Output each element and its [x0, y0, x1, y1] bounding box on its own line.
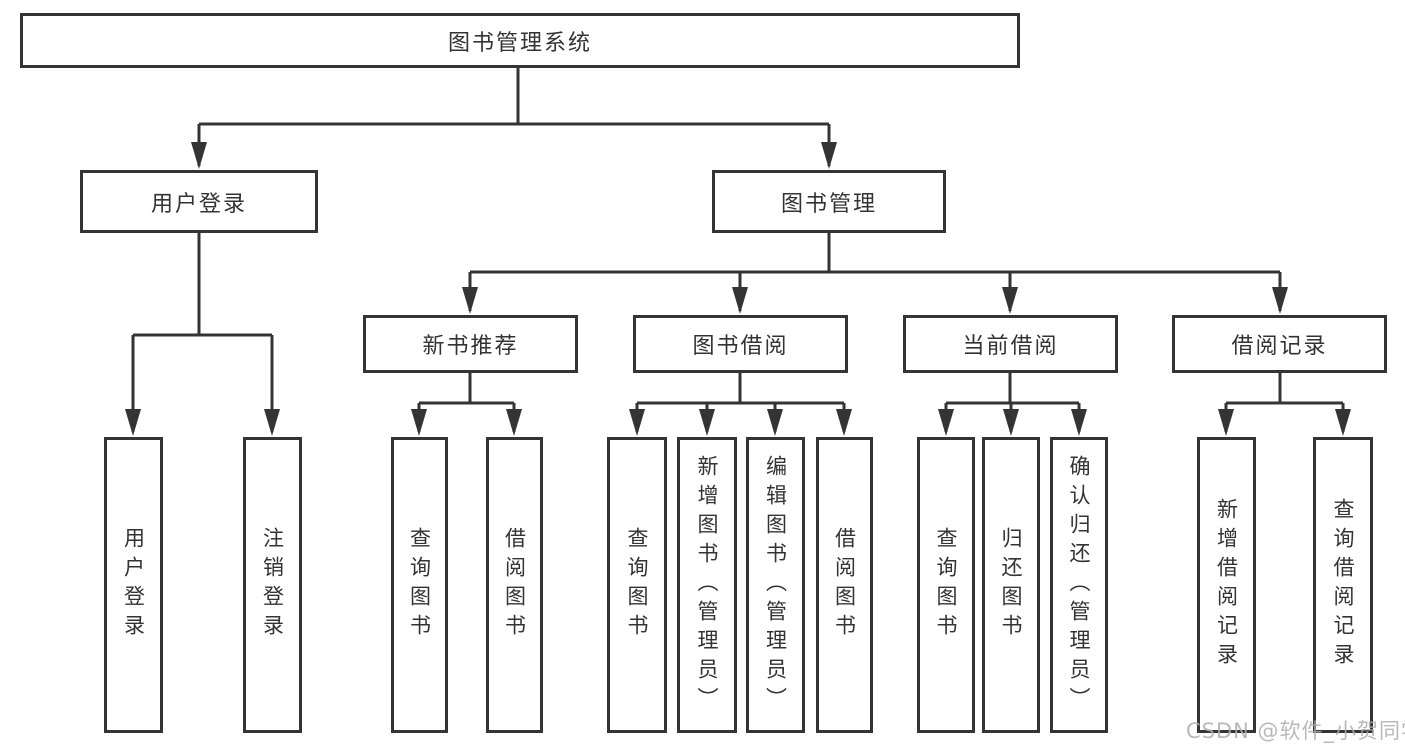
leaf-borrow-books-label: 借阅图书: [832, 527, 857, 643]
node-book-management-label: 图书管理: [780, 191, 877, 217]
leaf-logout: 注销登录: [243, 437, 302, 733]
node-user-login-branch: 用户登录: [80, 170, 318, 233]
leaf-edit-book-admin: 编辑图书（管理员）: [746, 437, 805, 733]
connector-borrow-records-to-leaves: [1218, 373, 1351, 436]
connector-new-book-to-leaves: [411, 373, 522, 436]
leaf-query-borrow-record-label: 查询借阅记录: [1331, 498, 1355, 672]
leaf-query-borrow-record: 查询借阅记录: [1313, 437, 1373, 733]
leaf-add-book-admin-label: 新增图书（管理员）: [695, 454, 719, 716]
leaf-confirm-return-admin: 确认归还（管理员）: [1050, 437, 1108, 733]
connector-user-login-to-leaves: [125, 233, 280, 436]
leaf-edit-book-admin-label: 编辑图书（管理员）: [763, 454, 788, 716]
node-book-borrow: 图书借阅: [633, 315, 848, 373]
leaf-add-borrow-record: 新增借阅记录: [1197, 437, 1256, 733]
leaf-return-book: 归还图书: [982, 437, 1040, 733]
leaf-user-login-label: 用户登录: [121, 527, 146, 643]
leaf-user-login: 用户登录: [104, 437, 163, 733]
node-book-management: 图书管理: [712, 170, 946, 233]
node-current-borrow-label: 当前借阅: [962, 334, 1059, 359]
node-new-book-recommend-label: 新书推荐: [422, 334, 519, 359]
leaf-borrow-books-recommend-label: 借阅图书: [502, 527, 527, 643]
leaf-borrow-books-recommend: 借阅图书: [486, 437, 543, 733]
leaf-query-books-borrow-label: 查询图书: [625, 527, 649, 643]
connector-current-borrow-to-leaves: [938, 373, 1087, 436]
leaf-add-book-admin: 新增图书（管理员）: [677, 437, 737, 733]
leaf-query-books-borrow: 查询图书: [607, 437, 667, 733]
leaf-return-book-label: 归还图书: [999, 527, 1023, 643]
leaf-query-books-current: 查询图书: [917, 437, 975, 733]
connector-root-to-level2: [191, 68, 837, 169]
connector-book-management-to-level3: [462, 233, 1288, 314]
node-borrow-records-label: 借阅记录: [1231, 334, 1328, 359]
node-book-borrow-label: 图书借阅: [692, 334, 789, 359]
node-new-book-recommend: 新书推荐: [363, 315, 578, 373]
node-user-login-branch-label: 用户登录: [150, 191, 247, 217]
node-root: 图书管理系统: [20, 13, 1020, 68]
node-root-label: 图书管理系统: [447, 30, 592, 56]
connector-book-borrow-to-leaves: [629, 373, 852, 436]
leaf-query-books-current-label: 查询图书: [934, 527, 958, 643]
leaf-query-books-recommend-label: 查询图书: [407, 527, 432, 643]
node-current-borrow: 当前借阅: [903, 315, 1118, 373]
leaf-add-borrow-record-label: 新增借阅记录: [1214, 498, 1239, 672]
leaf-logout-label: 注销登录: [260, 527, 285, 643]
leaf-borrow-books: 借阅图书: [816, 437, 873, 733]
csdn-watermark: CSDN @软件_小贺同学: [1186, 719, 1405, 743]
leaf-confirm-return-admin-label: 确认归还（管理员）: [1067, 454, 1091, 716]
leaf-query-books-recommend: 查询图书: [391, 437, 448, 733]
node-borrow-records: 借阅记录: [1172, 315, 1387, 373]
